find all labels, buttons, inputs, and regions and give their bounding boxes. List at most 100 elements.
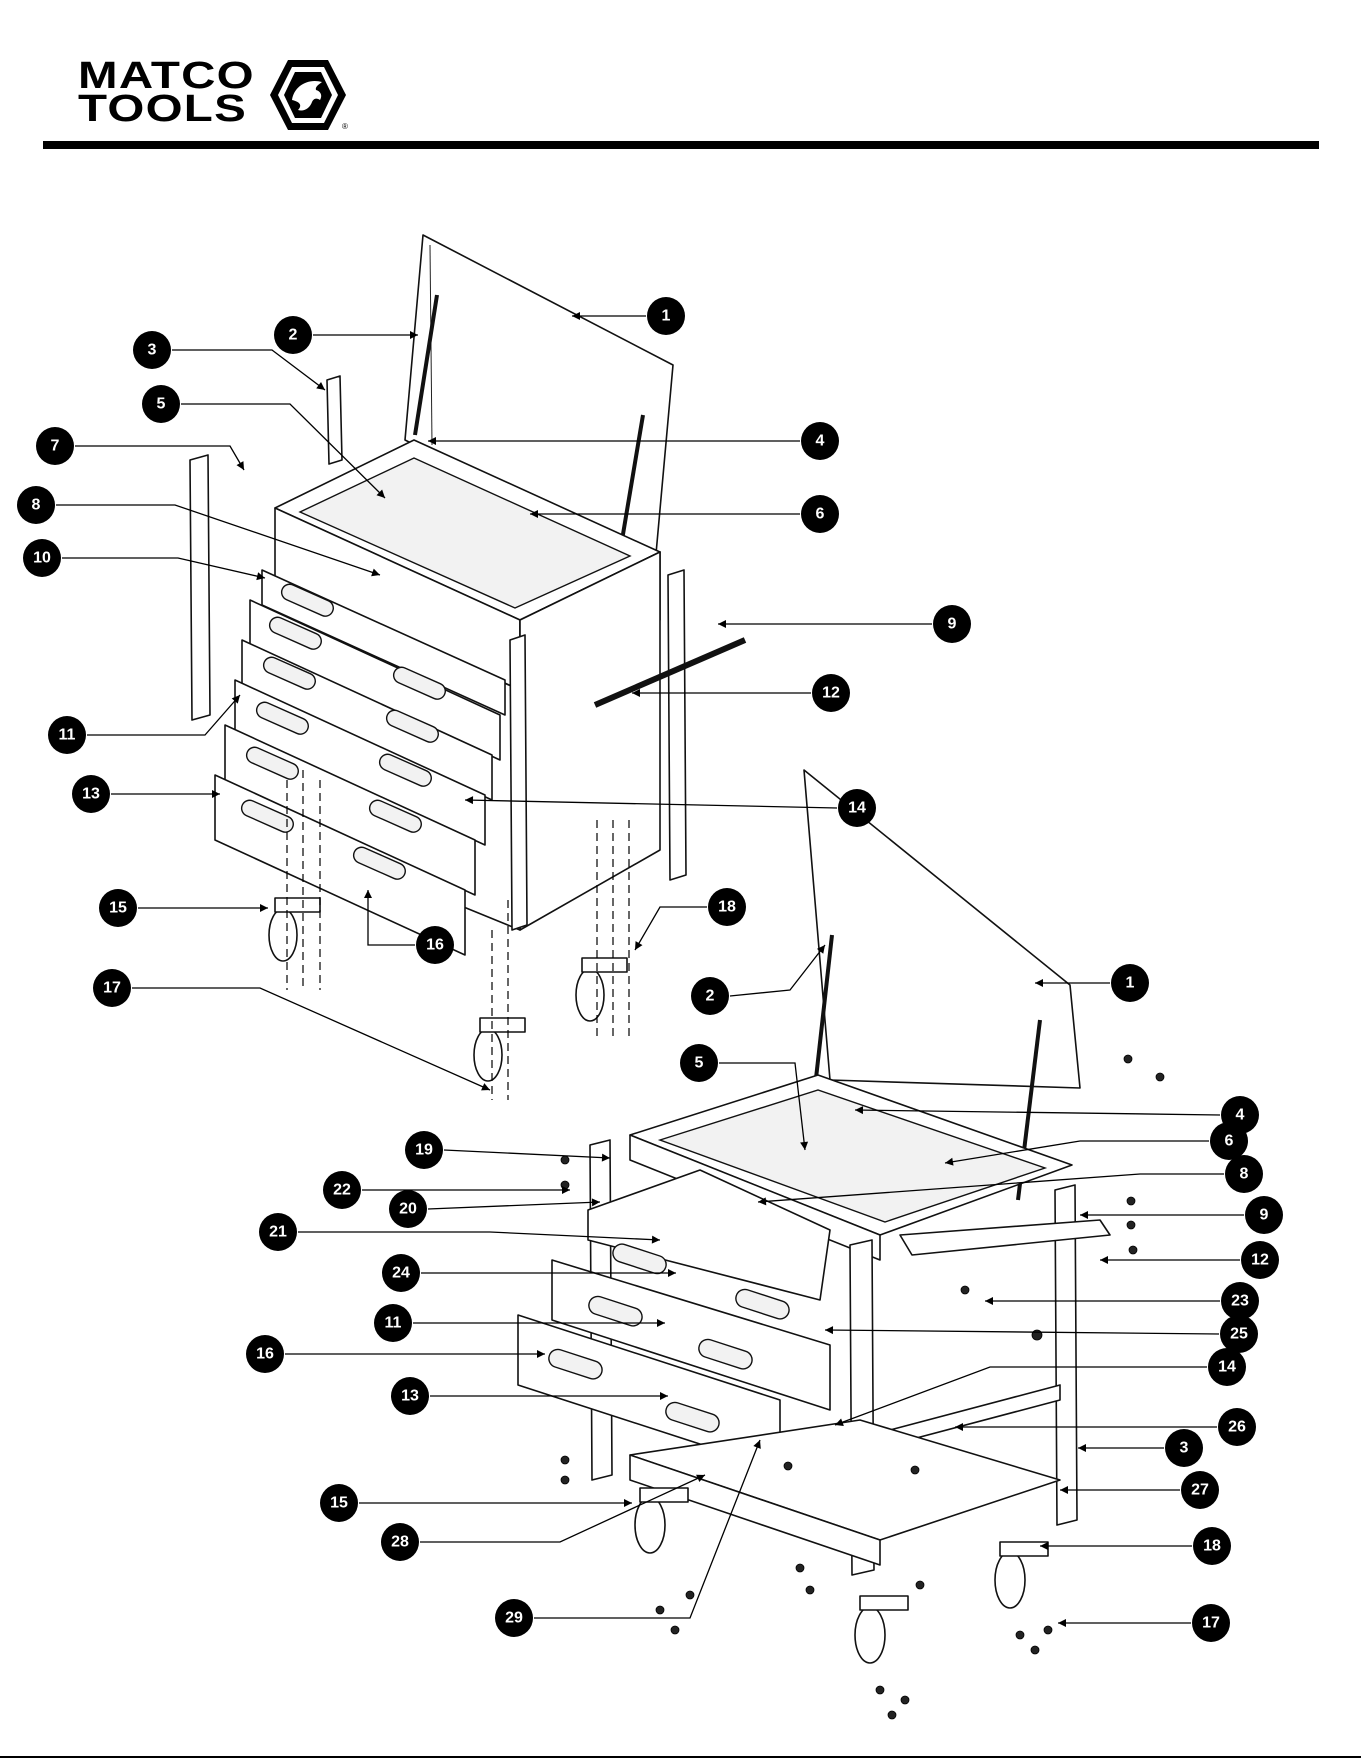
callout-lower-21: 21 [259, 1213, 297, 1251]
upper-side-bracket [327, 376, 342, 464]
callout-number: 24 [392, 1265, 410, 1282]
callout-number: 10 [33, 550, 51, 567]
leader-arrowhead-lower-17 [1058, 1619, 1066, 1627]
callout-number: 8 [1240, 1166, 1249, 1183]
callout-upper-16: 16 [416, 926, 454, 964]
callout-lower-9: 9 [1245, 1196, 1283, 1234]
callout-lower-2: 2 [691, 977, 729, 1015]
callout-number: 22 [333, 1182, 351, 1199]
callout-upper-13: 13 [72, 775, 110, 813]
callout-lower-15: 15 [320, 1484, 358, 1522]
callout-number: 2 [706, 988, 715, 1005]
callout-number: 11 [59, 727, 76, 744]
callout-number: 19 [415, 1142, 433, 1159]
callout-number: 9 [948, 616, 957, 633]
callout-lower-17: 17 [1192, 1604, 1230, 1642]
leader-arrowhead-lower-15 [624, 1499, 632, 1507]
callout-number: 28 [391, 1534, 409, 1551]
leader-line-lower-19 [444, 1150, 610, 1158]
callout-upper-18: 18 [708, 888, 746, 926]
callout-number: 26 [1228, 1419, 1246, 1436]
leader-arrowhead-upper-3 [316, 382, 325, 390]
callout-upper-11: 11 [48, 716, 86, 754]
callout-number: 1 [662, 308, 671, 325]
callout-lower-29: 29 [495, 1599, 533, 1637]
callout-number: 16 [256, 1346, 274, 1363]
callout-lower-26: 26 [1218, 1408, 1256, 1446]
leader-line-upper-3 [172, 350, 325, 390]
callout-number: 17 [103, 980, 121, 997]
leader-line-upper-7 [75, 446, 244, 470]
callout-upper-6: 6 [801, 495, 839, 533]
callout-lower-12: 12 [1241, 1241, 1279, 1279]
callout-upper-12: 12 [812, 674, 850, 712]
callout-upper-2: 2 [274, 316, 312, 354]
leader-arrowhead-lower-23 [985, 1297, 993, 1305]
callout-lower-14: 14 [1208, 1348, 1246, 1386]
leader-arrowhead-upper-15 [260, 904, 268, 912]
callout-number: 12 [822, 685, 840, 702]
callout-lower-27: 27 [1181, 1471, 1219, 1509]
callout-number: 14 [848, 800, 866, 817]
callout-number: 29 [505, 1610, 523, 1627]
callout-lower-28: 28 [381, 1523, 419, 1561]
callout-upper-15: 15 [99, 889, 137, 927]
callout-upper-10: 10 [23, 539, 61, 577]
callout-lower-16: 16 [246, 1335, 284, 1373]
callout-number: 13 [82, 786, 100, 803]
callout-number: 17 [1202, 1615, 1220, 1632]
callout-lower-18: 18 [1193, 1527, 1231, 1565]
callout-lower-19: 19 [405, 1131, 443, 1169]
callout-upper-8: 8 [17, 486, 55, 524]
leader-line-lower-20 [428, 1202, 600, 1209]
callout-number: 27 [1191, 1482, 1209, 1499]
callout-number: 20 [399, 1201, 417, 1218]
callout-upper-14: 14 [838, 789, 876, 827]
leader-arrowhead-lower-3 [1078, 1444, 1086, 1452]
callout-lower-25: 25 [1220, 1315, 1258, 1353]
callout-number: 25 [1230, 1326, 1248, 1343]
callout-lower-24: 24 [382, 1254, 420, 1292]
leader-line-upper-18 [635, 907, 707, 950]
callout-lower-6: 6 [1210, 1122, 1248, 1160]
callout-number: 11 [385, 1315, 402, 1332]
callout-lower-13: 13 [391, 1377, 429, 1415]
callout-upper-4: 4 [801, 422, 839, 460]
callout-number: 4 [816, 433, 825, 450]
callout-lower-22: 22 [323, 1171, 361, 1209]
callout-number: 7 [51, 438, 60, 455]
callout-lower-8: 8 [1225, 1155, 1263, 1193]
leader-arrowhead-lower-25 [825, 1326, 833, 1334]
leader-arrowhead-upper-9 [718, 620, 726, 628]
upper-trim-left [190, 455, 210, 720]
callout-number: 18 [1203, 1538, 1221, 1555]
callout-number: 12 [1251, 1252, 1269, 1269]
callout-number: 16 [426, 937, 444, 954]
callout-upper-5: 5 [142, 385, 180, 423]
leader-line-lower-25 [825, 1330, 1219, 1334]
lower-drawers [518, 1170, 830, 1470]
callout-number: 5 [695, 1055, 704, 1072]
callout-number: 4 [1236, 1107, 1245, 1124]
leader-arrowhead-lower-12 [1100, 1256, 1108, 1264]
callout-number: 15 [109, 900, 127, 917]
lower-assembly [518, 770, 1164, 1719]
leader-arrowhead-lower-9 [1080, 1211, 1088, 1219]
upper-trim-front [510, 635, 527, 930]
callout-number: 6 [816, 506, 825, 523]
leader-line-upper-10 [62, 558, 265, 578]
callout-number: 9 [1260, 1207, 1269, 1224]
leader-line-upper-11 [87, 695, 240, 735]
callout-number: 21 [269, 1224, 287, 1241]
callout-number: 8 [32, 497, 41, 514]
callout-number: 1 [1126, 975, 1135, 992]
callout-number: 23 [1231, 1293, 1249, 1310]
callout-number: 18 [718, 899, 736, 916]
lower-side-handle [900, 1220, 1110, 1255]
callout-upper-1: 1 [647, 297, 685, 335]
callout-number: 2 [289, 327, 298, 344]
callout-lower-11: 11 [374, 1304, 412, 1342]
callout-number: 3 [1180, 1440, 1189, 1457]
callout-lower-1: 1 [1111, 964, 1149, 1002]
